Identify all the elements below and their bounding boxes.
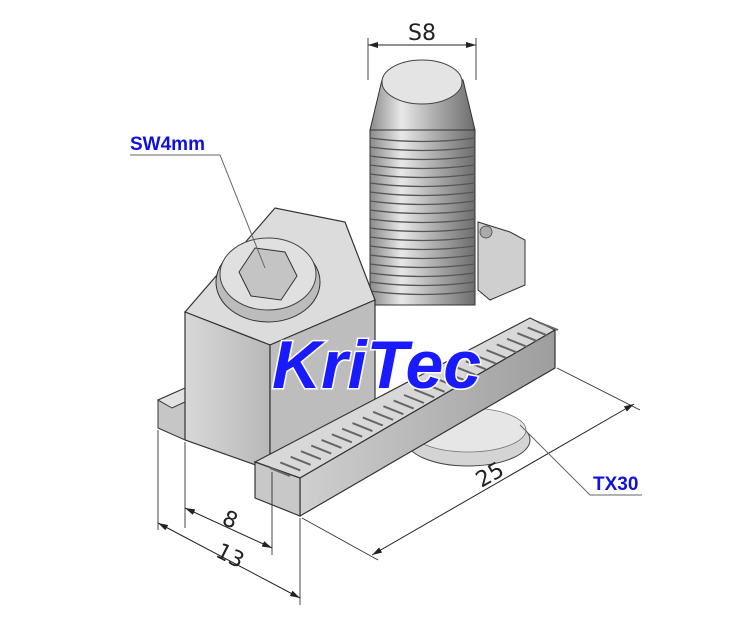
thread-ridge xyxy=(369,155,476,161)
thread-ridge xyxy=(369,218,476,224)
rack-tooth xyxy=(269,467,291,477)
thread-ridge xyxy=(369,182,476,188)
thread-ridge xyxy=(369,146,476,152)
thread-ridge xyxy=(369,236,476,242)
rack-tooth xyxy=(475,354,497,365)
dimension-thread-label: S8 xyxy=(408,21,436,46)
rack-tooth xyxy=(486,349,507,360)
rack-tooth xyxy=(537,321,559,331)
thread-ridge xyxy=(369,245,476,251)
callout-hex-key-label: SW4mm xyxy=(130,134,205,155)
rack-tooth xyxy=(517,332,538,343)
rack-tooth xyxy=(465,360,487,371)
rack-tooth xyxy=(496,343,518,354)
thread-ridge xyxy=(369,272,476,278)
rack-tooth xyxy=(310,444,332,455)
thread-ridge xyxy=(369,209,476,215)
rack-tooth xyxy=(424,382,445,393)
thread-ridge xyxy=(369,227,476,233)
thread-ridge xyxy=(369,290,476,296)
threaded-bolt xyxy=(369,59,476,306)
rack-tooth xyxy=(434,377,456,388)
dimension-width-outer-label: 13 xyxy=(212,539,248,574)
socket-head-screw xyxy=(215,237,321,323)
rack-tooth xyxy=(506,337,528,348)
thread-ridge xyxy=(369,281,476,287)
rack-tooth xyxy=(455,365,476,376)
thread-ridge xyxy=(369,173,476,179)
thread-ridge xyxy=(369,263,476,269)
thread-ridge xyxy=(369,164,476,170)
rack-tooth xyxy=(527,326,549,337)
callout-hex-key: SW4mm xyxy=(130,134,266,269)
dimension-thread: S8 xyxy=(367,21,477,80)
thread-ridge xyxy=(369,137,476,143)
rack-tooth xyxy=(300,450,322,461)
thread-ridge xyxy=(369,254,476,260)
rack-tooth xyxy=(413,388,435,399)
rack-tooth xyxy=(279,461,301,472)
thread-ridge xyxy=(369,191,476,197)
rack-tooth xyxy=(290,455,311,466)
callout-torx: TX30 xyxy=(519,424,642,496)
rear-housing xyxy=(477,221,526,301)
rack-tooth xyxy=(321,438,342,449)
callout-torx-label: TX30 xyxy=(593,474,638,495)
hex-socket-icon xyxy=(238,247,298,301)
thread-ridge xyxy=(369,200,476,206)
screw-hole-icon xyxy=(479,225,493,239)
rack-tooth xyxy=(352,422,373,433)
rack-tooth xyxy=(331,433,353,444)
rack-tooth xyxy=(341,427,363,438)
brand-watermark: KriTec xyxy=(272,327,481,403)
dimension-width-inner-label: 8 xyxy=(218,506,241,535)
rack-tooth xyxy=(403,394,425,404)
rack-tooth xyxy=(444,371,466,382)
